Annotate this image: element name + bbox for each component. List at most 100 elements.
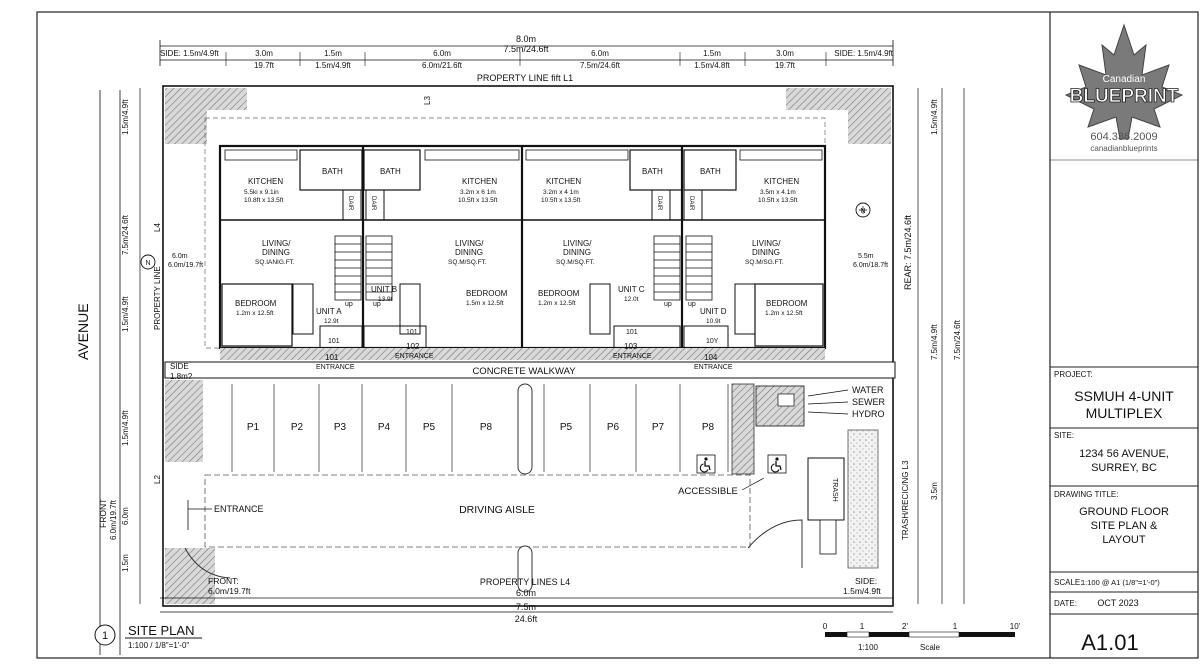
unit-dim-right2: 6.0m/18.7ft bbox=[853, 262, 888, 269]
bottom-island bbox=[517, 545, 533, 593]
unit-d-living-area: SQ.M/SG.FT. bbox=[745, 259, 784, 266]
unit-d-area: 10.9t bbox=[706, 318, 721, 325]
unit-a-kitchen-dim2: 10.8ft x 13.5ft bbox=[244, 197, 284, 204]
overall-dim-m: 8.0m bbox=[516, 34, 536, 44]
title-block: Canadian BLUEPRINT 604.336.2009 canadian… bbox=[1050, 23, 1198, 655]
site-plan-scale-note: 1:100 / 1/8"=1'-0" bbox=[128, 641, 189, 650]
parking-p8b: P8 bbox=[702, 422, 715, 433]
top-seg-5-ft: 1.5m/4.8ft bbox=[694, 61, 730, 70]
unit-d-living: LIVING/ bbox=[752, 239, 781, 248]
top-seg-1-ft: 19.7ft bbox=[254, 61, 275, 70]
entrance-left-label: ENTRANCE bbox=[214, 504, 264, 514]
hydro-label: HYDRO bbox=[852, 409, 885, 419]
unit-c-dining: DINING bbox=[563, 248, 591, 257]
parking-p5b: P5 bbox=[560, 422, 573, 433]
site-line1: 1234 56 AVENUE, bbox=[1079, 448, 1169, 460]
unit-b-living-area: SQ.M/SQ.FT. bbox=[448, 259, 487, 266]
top-seg-1-m: 3.0m bbox=[255, 49, 273, 58]
sheet-border bbox=[36, 11, 1199, 659]
unit-b-area: 13.9t bbox=[378, 296, 393, 303]
front-label: FRONT bbox=[98, 499, 108, 528]
unit-dim-right: 5.5m bbox=[858, 253, 874, 260]
unit-dim-left2: 6.0m/19.7ft bbox=[168, 262, 203, 269]
right-dim-side1: 7.5m/4.9ft bbox=[930, 324, 939, 360]
scale-tick-2: 2' bbox=[902, 622, 908, 631]
site-plan-heading: SITE PLAN bbox=[128, 623, 194, 638]
unit-a-bedroom: BEDROOM bbox=[235, 299, 277, 308]
hatch-top-right bbox=[848, 88, 891, 144]
l3-label: L3 bbox=[423, 96, 432, 105]
unit-d-bath: BATH bbox=[700, 167, 721, 176]
right-dim-top: 1.5m/4.9ft bbox=[930, 99, 939, 135]
north-arrow-icon: N bbox=[855, 202, 871, 218]
scale-value: 1:100 @ A1 (1/8"=1'-0") bbox=[1081, 578, 1160, 587]
top-seg-5-m: 1.5m bbox=[703, 49, 721, 58]
left-dim-front: 6.0m bbox=[121, 507, 130, 525]
unit-dim-left: 6.0m bbox=[172, 253, 188, 260]
unit-c-name: UNIT C bbox=[618, 285, 645, 294]
left-dim-bed: 1.5m/4.9ft bbox=[121, 296, 130, 332]
unit-c-bath: BATH bbox=[642, 167, 663, 176]
site-boundary bbox=[162, 85, 894, 607]
water-label: WATER bbox=[852, 385, 884, 395]
accessible-hatch bbox=[731, 383, 755, 475]
concrete-walkway bbox=[164, 361, 896, 379]
sewer-label: SEWER bbox=[852, 397, 886, 407]
scale-tick-0: 0 bbox=[823, 622, 828, 631]
unit-b-dining: DINING bbox=[455, 248, 483, 257]
bottom-dim-mid: 7.5m bbox=[516, 602, 536, 612]
top-seg-3-m: 6.0m bbox=[433, 49, 451, 58]
unit-b-up: up bbox=[373, 301, 381, 308]
brand-main: BLUEPRINT bbox=[1070, 86, 1179, 107]
unit-c-entry: 101 bbox=[626, 329, 638, 336]
top-seg-3-ft: 6.0m/21.6ft bbox=[422, 61, 463, 70]
property-lines-bottom: PROPERTY LINES L4 bbox=[480, 577, 570, 587]
parking-p2: P2 bbox=[291, 422, 304, 433]
drawing-line1: GROUND FLOOR bbox=[1079, 506, 1169, 518]
center-island bbox=[517, 383, 533, 475]
accessible-label: ACCESSIBLE bbox=[678, 486, 738, 497]
left-dim-lower: 1.5m/4.9ft bbox=[121, 410, 130, 446]
unit-a-bedroom-dim: 1.2m x 12.5ft bbox=[236, 310, 274, 317]
unit-a-entry: 101 bbox=[328, 338, 340, 345]
building bbox=[218, 144, 827, 350]
side-value: 1.8m? bbox=[170, 372, 193, 381]
drawing-line3: LAYOUT bbox=[1102, 534, 1145, 546]
scale-word: Scale bbox=[920, 643, 941, 652]
bottom-dim-m: 6.0m bbox=[516, 588, 536, 598]
drawing-line2: SITE PLAN & bbox=[1091, 520, 1158, 532]
north-arrow-icon: N bbox=[140, 254, 156, 270]
top-seg-4-m: 6.0m bbox=[591, 49, 609, 58]
unit-b-bath: BATH bbox=[380, 167, 401, 176]
right-dim-35: 3.5m bbox=[930, 482, 939, 500]
project-line1: SSMUH 4-UNIT bbox=[1074, 388, 1174, 404]
scale-tick-4: 10' bbox=[1010, 622, 1021, 631]
front-ft-label: 6.0m/19.7ft bbox=[109, 499, 118, 540]
parking-p3: P3 bbox=[334, 422, 347, 433]
callout-bubble bbox=[94, 624, 116, 646]
top-seg-4-ft: 7.5m/24.6ft bbox=[580, 61, 621, 70]
side-dim-left: SIDE: 1.5m/4.9ft bbox=[160, 49, 219, 58]
unit-d-kitchen-dim: 3.5m x 4.1m bbox=[760, 189, 796, 196]
hatch-top-strip-left bbox=[207, 88, 247, 110]
scale-tick-3: 1 bbox=[953, 622, 958, 631]
top-seg-6-ft: 19.7ft bbox=[775, 61, 796, 70]
unit-b-entrance-num: 102 bbox=[406, 342, 420, 351]
top-seg-6-m: 3.0m bbox=[776, 49, 794, 58]
side-dim-right: SIDE: 1.5m/4.9ft bbox=[834, 49, 893, 58]
unit-c-living: LIVING/ bbox=[563, 239, 592, 248]
unit-d-up: up bbox=[688, 301, 696, 308]
l2-label: L2 bbox=[153, 475, 162, 484]
site-label: SITE: bbox=[1054, 431, 1074, 440]
parking-p8a: P8 bbox=[480, 422, 493, 433]
unit-a-bath: BATH bbox=[322, 167, 343, 176]
concrete-walkway-label: CONCRETE WALKWAY bbox=[472, 366, 576, 377]
parking-p1: P1 bbox=[247, 422, 260, 433]
hatch-front-strip bbox=[220, 348, 825, 360]
unit-c-kitchen-dim: 3.2m x 4 1m bbox=[543, 189, 579, 196]
right-curve bbox=[747, 519, 803, 568]
l4-label: L4 bbox=[153, 223, 162, 232]
unit-a-name: UNIT A bbox=[316, 307, 342, 316]
closet-label-b: DAIR bbox=[370, 196, 376, 211]
unit-c-entrance: ENTRANCE bbox=[613, 353, 652, 360]
